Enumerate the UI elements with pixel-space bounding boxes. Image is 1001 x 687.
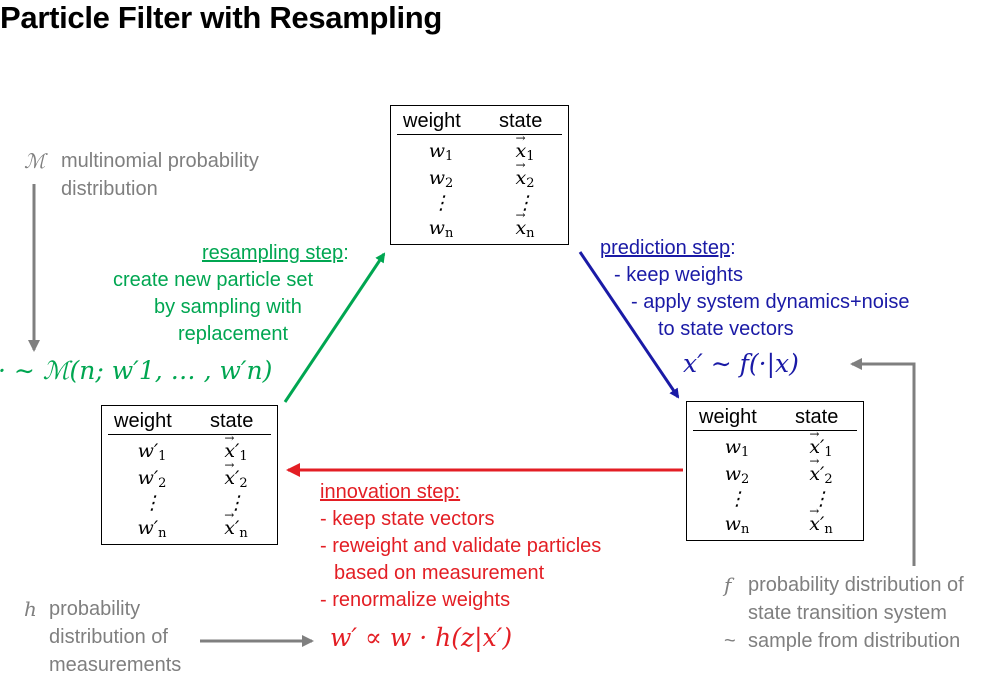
state-cell: x′1 xyxy=(809,427,832,460)
innovation-line-4: - renormalize weights xyxy=(320,589,511,611)
state-cell: x1 xyxy=(516,131,535,164)
weight-cell: w′n xyxy=(137,517,167,541)
weight-cell: w′2 xyxy=(137,467,167,491)
state-cell: x′n xyxy=(224,508,247,541)
prediction-arrow xyxy=(578,251,680,399)
f-tilde: ~ xyxy=(724,630,736,652)
particle-table-top: weight state w1 w2 ⋮ wn x1 x2 ⋮ xn xyxy=(390,105,569,245)
table-header: weight state xyxy=(693,406,857,431)
weight-header: weight xyxy=(403,110,461,132)
f-line-2: state transition system xyxy=(748,602,947,624)
transition-arrow xyxy=(850,358,916,566)
weight-cell: ⋮ xyxy=(142,492,162,514)
prediction-line-1: - keep weights xyxy=(614,264,743,286)
weight-cell: ⋮ xyxy=(431,192,451,214)
table-header: weight state xyxy=(108,410,271,435)
f-line-3: sample from distribution xyxy=(748,630,961,652)
state-cell: x′n xyxy=(809,504,832,537)
state-cell: xn xyxy=(515,208,534,241)
page-title: Particle Filter with Resampling xyxy=(0,0,443,35)
h-line-3: measurements xyxy=(49,654,182,676)
resampling-line-2: by sampling with xyxy=(154,296,302,318)
multinomial-line-2: distribution xyxy=(61,178,158,200)
prediction-formula: x′ ∼ f(·|x) xyxy=(683,349,799,378)
particle-table-right: weight state w1 w2 ⋮ wn x′1 x′2 ⋮ x′n xyxy=(686,401,864,541)
particle-table-left: weight state w′1 w′2 ⋮ w′n x′1 x′2 ⋮ x′n xyxy=(101,405,278,545)
multinomial-symbol: ℳ xyxy=(24,149,46,173)
h-line-1: probability xyxy=(49,598,141,620)
state-header: state xyxy=(795,406,839,428)
innovation-line-2: - reweight and validate particles xyxy=(320,535,602,557)
h-line-2: distribution of xyxy=(49,626,168,648)
innovation-line-1: - keep state vectors xyxy=(320,508,495,530)
innovation-line-3: based on measurement xyxy=(334,562,545,584)
weight-cell: wn xyxy=(428,217,454,241)
weight-header: weight xyxy=(114,410,172,432)
state-header: state xyxy=(499,110,543,132)
weight-cell: ⋮ xyxy=(727,488,747,510)
weight-cell: w1 xyxy=(428,140,454,164)
resampling-arrow xyxy=(283,252,386,403)
resampling-line-1: create new particle set xyxy=(113,269,314,291)
f-line-1: probability distribution of xyxy=(748,574,964,596)
state-cell: x′2 xyxy=(224,458,247,491)
multinomial-line-1: multinomial probability xyxy=(61,150,259,172)
weight-cell: wn xyxy=(724,513,750,537)
innovation-formula: w′ ∝ w · h(z|x′) xyxy=(330,623,513,652)
resampling-heading: resampling step: xyxy=(202,242,349,264)
state-cell: x′1 xyxy=(224,431,247,464)
innovation-heading: innovation step: xyxy=(320,481,461,503)
weight-cell: w′1 xyxy=(137,440,167,464)
prediction-heading: prediction step: xyxy=(600,237,736,259)
h-symbol: h xyxy=(24,597,37,621)
weight-cell: w2 xyxy=(724,463,750,487)
state-cell: x2 xyxy=(516,158,535,191)
weight-header: weight xyxy=(699,406,757,428)
state-cell: x′2 xyxy=(809,454,832,487)
table-header: weight state xyxy=(397,110,562,135)
weight-cell: w2 xyxy=(428,167,454,191)
f-symbol: f xyxy=(724,573,732,597)
resampling-formula: · ∼ ℳ(n; w′1, … , w′n) xyxy=(0,356,273,385)
weight-cell: w1 xyxy=(724,436,750,460)
resampling-line-3: replacement xyxy=(178,323,289,345)
state-header: state xyxy=(210,410,254,432)
prediction-line-2: - apply system dynamics+noise xyxy=(631,291,910,313)
prediction-line-3: to state vectors xyxy=(658,318,794,340)
